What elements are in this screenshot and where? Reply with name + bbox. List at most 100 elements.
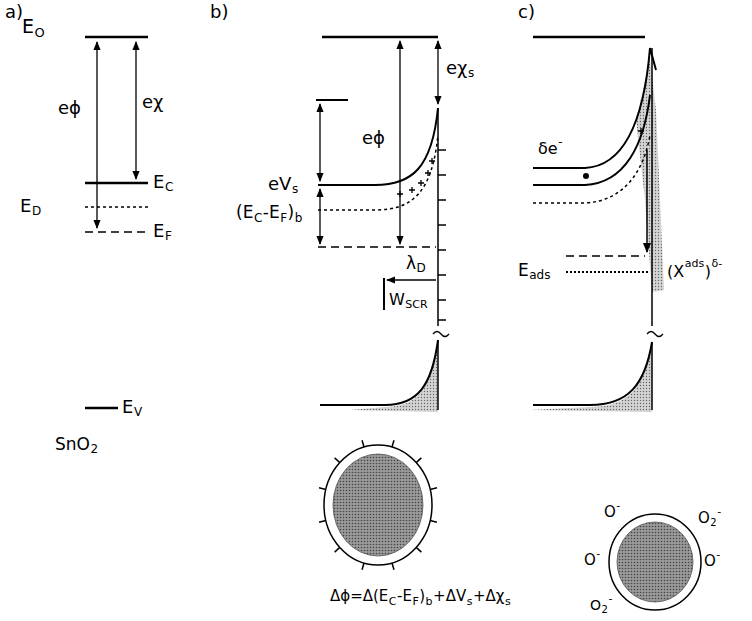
label-text: δe: [538, 140, 558, 158]
label-text: D: [417, 262, 426, 276]
bulk-gap-arrow: [319, 189, 320, 244]
label-text: O: [590, 597, 601, 613]
plus-sign: [425, 170, 431, 176]
label-text: eϕ: [58, 98, 81, 119]
charge-tick: [438, 199, 446, 201]
label-text: -: [608, 593, 612, 606]
grain-outer: [324, 445, 432, 565]
valence-band: [85, 407, 118, 410]
label-text: 2: [602, 604, 608, 616]
label-text: eχ: [446, 58, 467, 79]
scr-width-bar: [383, 278, 385, 310]
positive-charges: [397, 158, 435, 197]
vacuum-level: [322, 36, 438, 39]
surface-line: [437, 340, 439, 410]
valence-band: [320, 340, 438, 405]
label-text: b): [210, 2, 228, 23]
charge-tick: [438, 249, 446, 251]
label-text: -E: [263, 203, 280, 223]
label-text: F: [165, 230, 172, 244]
label-text: -: [616, 500, 620, 513]
charge-tick: [430, 488, 437, 490]
charge-tick: [335, 458, 340, 463]
label-text: (E: [236, 203, 253, 223]
donor-level: [85, 206, 148, 208]
conduction-band: [318, 108, 438, 185]
charge-tick: [335, 547, 340, 552]
label-text: 2: [90, 443, 98, 457]
label-text: F: [412, 596, 418, 609]
label-text: V: [134, 406, 142, 420]
label-text: c): [518, 2, 535, 23]
label-text: +Δχ: [473, 588, 505, 605]
grain-core: [333, 454, 423, 556]
label-text: δ-: [711, 258, 722, 271]
label-text: b: [295, 212, 303, 226]
work-function-arrow: [399, 41, 400, 244]
charge-tick: [416, 547, 421, 552]
plus-sign: [418, 180, 424, 186]
label-text: ): [419, 588, 425, 605]
label-text: O: [604, 504, 616, 521]
label-text: λ: [406, 254, 416, 274]
shading: [530, 344, 652, 412]
charge-tick: [362, 563, 364, 570]
label-text: W: [389, 291, 405, 309]
label-text: E: [20, 196, 31, 217]
label-text: SCR: [405, 299, 427, 312]
fermi-level: [566, 255, 645, 257]
conduction-band: [85, 182, 148, 185]
vacuum-level: [533, 36, 645, 39]
label-text: s: [292, 183, 298, 197]
label-text: -: [716, 549, 720, 562]
label-text: E: [153, 221, 164, 242]
donor-level: [533, 135, 650, 203]
label-text: O: [584, 552, 596, 569]
conduction-band-upper: [533, 48, 656, 168]
charge-tick: [438, 299, 446, 301]
label-text: a): [5, 2, 23, 23]
label-text: O: [698, 510, 710, 527]
grain-charges: [319, 440, 437, 569]
label-text: +ΔV: [433, 588, 466, 605]
label-text: F: [280, 212, 287, 226]
label-text: C: [389, 596, 397, 609]
label-text: E: [122, 397, 133, 418]
electron-dot: [583, 173, 589, 179]
label-text: eχ: [142, 92, 163, 113]
label-text: s: [468, 67, 474, 81]
charge-tick: [438, 274, 446, 276]
label-text: 2: [710, 517, 716, 529]
charge-tick: [319, 521, 326, 523]
surface-line: [437, 108, 439, 326]
charge-tick: [416, 458, 421, 463]
surface-potential-arrow: [319, 104, 320, 181]
label-text: -: [717, 506, 721, 519]
fermi-level: [85, 231, 148, 233]
label-text: eV: [268, 174, 291, 195]
panel-c: [530, 37, 701, 610]
label-text: C: [254, 212, 262, 226]
debye-length-arrow: [387, 279, 436, 280]
label-text: s: [467, 596, 473, 609]
conduction-band: [533, 95, 650, 185]
charge-tick: [319, 488, 326, 490]
label-text: ads: [685, 258, 704, 271]
label-text: E: [518, 261, 529, 281]
axis-break: [433, 332, 449, 337]
charge-tick: [438, 319, 446, 321]
label-text: D: [32, 205, 41, 219]
charge-tick: [430, 521, 437, 523]
work-function-arrow: [96, 42, 97, 228]
label-text: SnO: [55, 435, 90, 455]
label-text: ): [288, 203, 295, 223]
shading: [636, 60, 664, 292]
transfer-arrow: [646, 150, 648, 252]
valence-band: [533, 342, 652, 405]
panel-a: [85, 37, 148, 408]
label-text: ): [705, 263, 711, 281]
plus-sign: [429, 158, 435, 164]
axis-break: [647, 332, 663, 337]
